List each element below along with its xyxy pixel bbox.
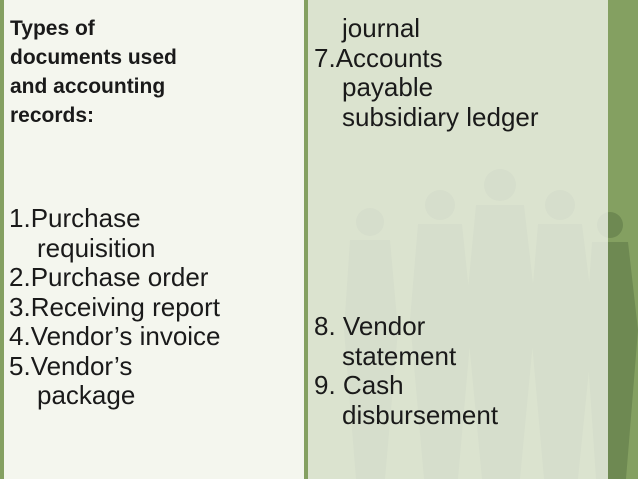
list-item-text: Vendor (342, 311, 426, 341)
list-item-continuation: journal (342, 13, 421, 43)
list-item-text: Purchase (30, 203, 141, 233)
list-item-number: 1. (9, 203, 31, 233)
list-item-text: Vendor’s (30, 350, 133, 381)
list-item-continuation: disbursement (342, 399, 499, 430)
list-item: 2.Purchase order (9, 262, 309, 293)
heading-line: Types of (10, 17, 95, 40)
right-text-panel (308, 0, 608, 479)
list-item-text: Purchase order (30, 262, 209, 292)
slide-heading: Types of documents used and accounting r… (10, 14, 280, 130)
list-item-continuation: payable (342, 72, 434, 102)
list-item-number: 7. (314, 42, 336, 73)
list-item: 8. Vendor statement (314, 311, 614, 371)
right-document-list-bottom: 8. Vendor statement 9. Cash disbursement (314, 311, 614, 430)
list-item: 9. Cash disbursement (314, 370, 614, 430)
list-item-text: Receiving report (30, 291, 220, 322)
list-item-text: Accounts (335, 42, 443, 73)
list-item-continuation: package (37, 380, 136, 410)
list-item-number: 9. (314, 370, 343, 400)
list-item: 1.Purchase requisition (9, 203, 309, 263)
heading-line: documents used (10, 46, 177, 69)
list-item-number: 4. (9, 321, 31, 351)
list-item-text: Vendor’s invoice (30, 321, 221, 351)
list-item-number: 8. (314, 311, 343, 341)
list-item-continuation: statement (342, 340, 457, 371)
list-item: 7.Accounts payable subsidiary ledger (314, 42, 614, 133)
list-item: 4.Vendor’s invoice (9, 321, 309, 352)
right-document-list-top: journal 7.Accounts payable subsidiary le… (314, 13, 614, 133)
list-item-continuation: requisition (37, 232, 156, 263)
heading-line: and accounting (10, 75, 166, 98)
left-text-panel (4, 0, 304, 479)
list-item-number: 2. (9, 262, 31, 292)
heading-line: records: (10, 104, 95, 127)
list-item-continuation: subsidiary ledger (342, 101, 539, 132)
list-item: journal (314, 13, 614, 44)
list-item-number: 3. (9, 291, 31, 322)
list-item: 5.Vendor’s package (9, 350, 309, 411)
list-item: 3.Receiving report (9, 291, 309, 323)
left-document-list: 1.Purchase requisition 2.Purchase order … (9, 203, 309, 411)
list-item-text: Cash (342, 370, 404, 400)
list-item-number: 5. (9, 350, 31, 381)
